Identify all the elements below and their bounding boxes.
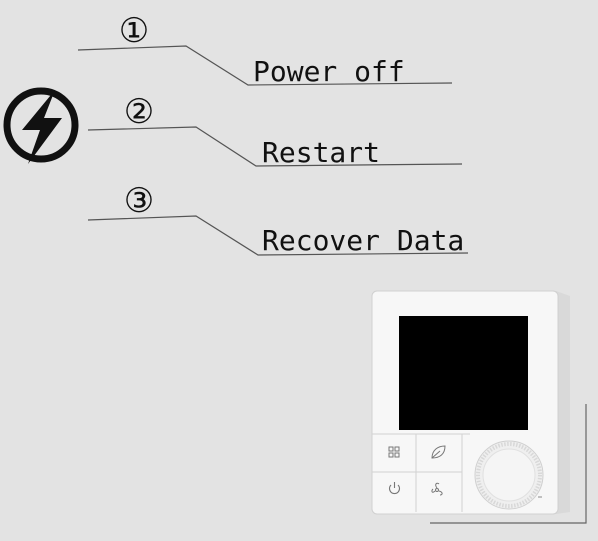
leaf-icon[interactable] (431, 445, 446, 459)
device-button-grid (372, 433, 470, 512)
step-2-label: Restart (262, 136, 380, 169)
step-3-label: Recover Data (262, 224, 464, 257)
step-3-leader-line (87, 215, 469, 256)
grid-icon[interactable] (388, 446, 400, 458)
device-screen (399, 316, 528, 430)
step-2: ② Restart (87, 92, 463, 169)
step-2-leader-line (87, 126, 463, 167)
step-1-label: Power off (253, 55, 405, 88)
step-1-leader-line (77, 45, 453, 86)
step-1: ① Power off (77, 11, 453, 88)
step-1-number: ① (119, 11, 149, 51)
rotary-knob[interactable] (474, 440, 544, 510)
step-3-number: ③ (124, 181, 154, 221)
step-2-number: ② (124, 92, 154, 132)
step-3: ③ Recover Data (87, 181, 469, 257)
thermostat-device (371, 290, 587, 524)
lightning-bolt-icon (3, 87, 79, 164)
fan-icon[interactable] (431, 482, 443, 496)
power-icon[interactable] (388, 482, 401, 495)
